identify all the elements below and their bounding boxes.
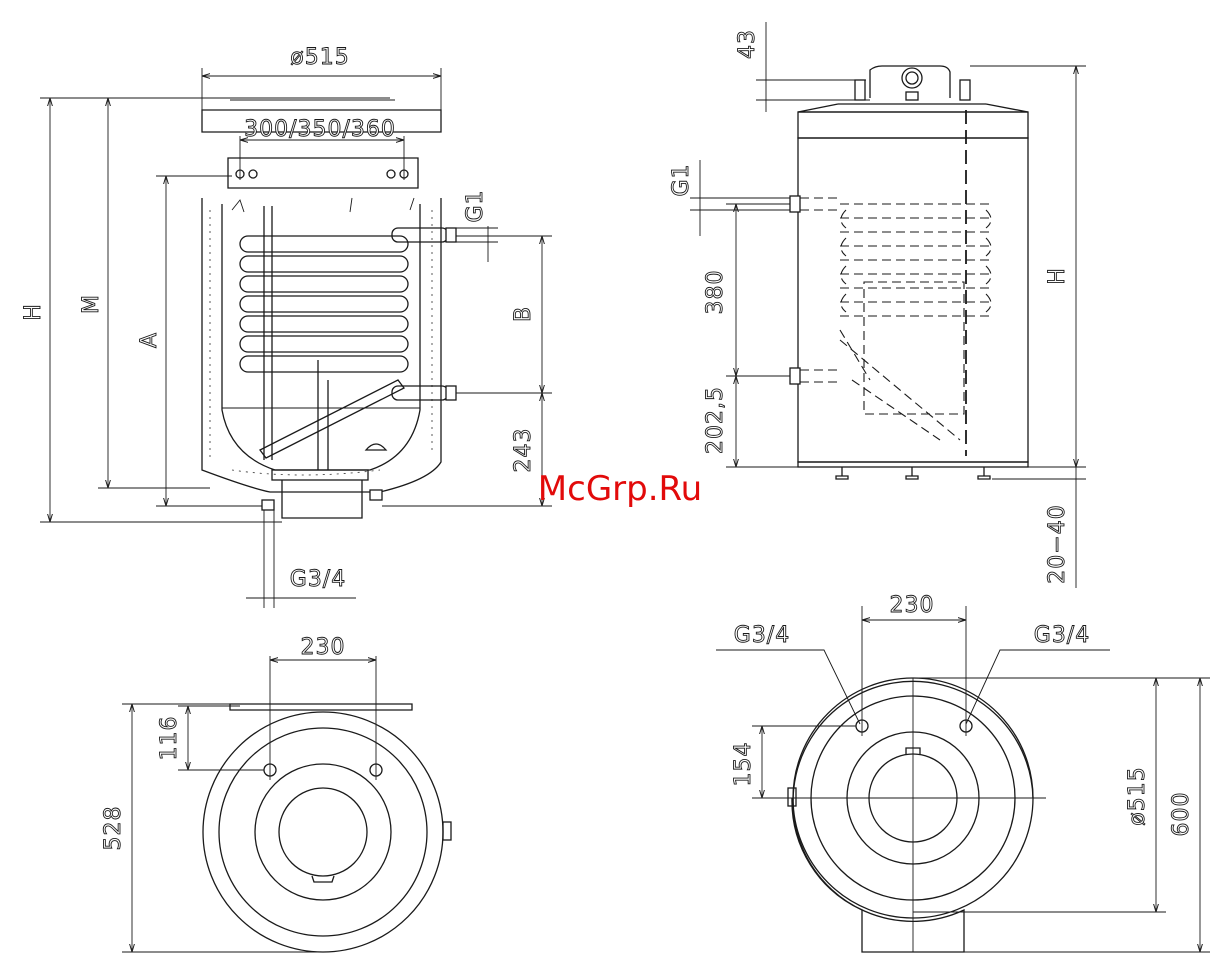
- dim-label-154: 154: [731, 742, 756, 787]
- bracket-hole: [387, 170, 395, 178]
- dim-label-m: M: [79, 294, 104, 314]
- bottom-middle-circle: [219, 728, 427, 936]
- dim-label-43: 43: [735, 29, 760, 59]
- bottom-inner-circle: [255, 764, 391, 900]
- side-coil-outlet-hidden: [800, 370, 842, 382]
- side-top-cap: [798, 112, 1028, 138]
- dim-label-230-left: 230: [301, 635, 346, 660]
- side-coil-outlet: [790, 368, 800, 384]
- top-pipe-right: [960, 80, 970, 100]
- side-connector: [443, 822, 451, 840]
- insulation: [232, 470, 380, 475]
- leader-g34-right: [966, 650, 1110, 724]
- dim-label-515-right: ø515: [1125, 766, 1150, 825]
- dim-label-b: B: [511, 306, 536, 322]
- top-fitting-port: [902, 68, 922, 88]
- dim-label-g34-left: G3/4: [734, 623, 790, 648]
- hidden-coil: [840, 110, 991, 456]
- dim-label-h: H: [21, 303, 46, 321]
- dim-label-bracket: 300/350/360: [244, 117, 396, 142]
- bottom-flange-circle: [279, 788, 367, 876]
- watermark: McGrp.Ru: [538, 469, 702, 509]
- break-lines: [232, 198, 414, 212]
- bracket-bar: [230, 704, 412, 710]
- dim-label-h-side: H: [1045, 267, 1070, 285]
- top-fitting-nut: [906, 92, 918, 100]
- dim-label-g1-side: G1: [669, 163, 694, 196]
- dim-label-243: 243: [511, 428, 536, 473]
- dim-label-2025: 202,5: [703, 386, 728, 454]
- dim-label-dia-515: ø515: [290, 45, 349, 70]
- dim-label-600: 600: [1169, 792, 1194, 837]
- dim-label-528: 528: [101, 806, 126, 851]
- front-view: ø515 300/350/360: [21, 45, 552, 608]
- outlet-pipe-g34: [370, 490, 382, 500]
- top-fitting: [870, 66, 950, 98]
- side-coil-inlet-hidden: [800, 198, 842, 210]
- bottom-view-left: 230 116 528: [101, 635, 451, 952]
- bottom-flange-tab: [312, 876, 334, 882]
- inlet-pipe-g34: [262, 500, 274, 510]
- dim-label-g1: G1: [463, 189, 488, 222]
- bottom-outline: [792, 681, 1033, 952]
- heater-cover: [282, 480, 362, 518]
- coil-inlet-connector: [446, 228, 456, 242]
- dim-label-g34-right: G3/4: [1034, 623, 1090, 648]
- coil-outlet-connector: [446, 386, 456, 400]
- dim-label-g34: G3/4: [290, 567, 346, 592]
- bracket-hole: [249, 170, 257, 178]
- bottom-outer-circle: [203, 712, 443, 952]
- dim-label-380: 380: [703, 270, 728, 315]
- leader-g34-left: [716, 650, 860, 724]
- top-pipe-left: [855, 80, 865, 100]
- side-coil-inlet: [790, 196, 800, 212]
- side-body: [798, 138, 1028, 462]
- side-base: [798, 462, 1028, 467]
- dim-label-a: A: [137, 332, 162, 348]
- bottom-flange: [272, 470, 368, 480]
- top-taper: [798, 104, 1028, 112]
- dim-label-2040: 20−40: [1045, 504, 1070, 583]
- top-fitting-port-inner: [906, 72, 918, 84]
- dim-label-116: 116: [157, 716, 182, 761]
- adjustable-feet: [836, 467, 990, 479]
- dim-label-230-right: 230: [890, 593, 935, 618]
- side-view: 43 G1 380 202,5 H 20−40: [669, 22, 1086, 588]
- heat-exchanger-coil: [240, 206, 408, 470]
- bottom-view-right: 230 G3/4 G3/4 154 ø515 600: [716, 593, 1210, 952]
